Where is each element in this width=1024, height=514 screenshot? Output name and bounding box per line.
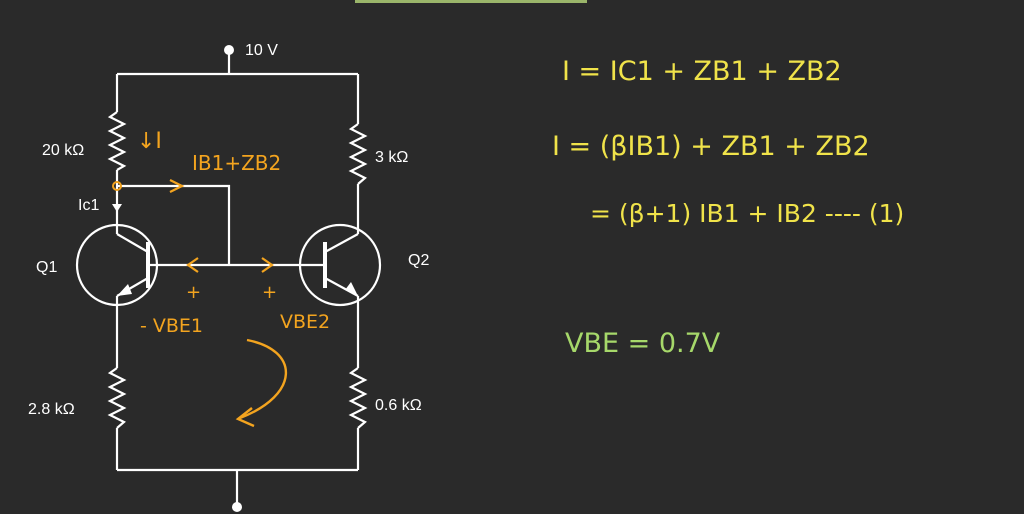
equation-3: = (β+1) IB1 + IB2 ---- (1) xyxy=(590,199,904,228)
equation-vbe: VBE = 0.7V xyxy=(565,328,721,359)
loop-arrowhead-icon xyxy=(235,407,255,428)
branch-current-annotation: IB1+ZB2 xyxy=(192,151,281,175)
transistor-q2 xyxy=(298,222,382,307)
base-arrow-left-icon xyxy=(186,257,199,273)
base-arrow-right-icon xyxy=(261,257,274,273)
r2-label: 3 kΩ xyxy=(375,149,408,166)
resistor-r3 xyxy=(107,367,127,429)
supply-terminal xyxy=(224,45,234,74)
current-i-annotation: ↓I xyxy=(137,129,162,154)
plus-right-annotation: + xyxy=(262,282,277,303)
supply-label: 10 V xyxy=(245,42,278,59)
ic1-label: Ic1 xyxy=(78,197,99,214)
r4-label: 0.6 kΩ xyxy=(375,397,422,414)
resistor-r4 xyxy=(348,367,368,429)
vbe2-annotation: VBE2 xyxy=(280,311,330,333)
resistor-r2 xyxy=(348,123,368,185)
branch-arrow-icon xyxy=(169,179,185,193)
junction-node xyxy=(112,181,122,191)
resistor-r1 xyxy=(107,111,127,171)
top-highlight-bar xyxy=(355,0,587,3)
r3-label: 2.8 kΩ xyxy=(28,401,75,418)
equation-2: I = (βIB1) + ZB1 + ZB2 xyxy=(552,131,870,162)
equation-1: I = IC1 + ZB1 + ZB2 xyxy=(562,56,842,87)
q1-label: Q1 xyxy=(36,259,57,276)
q2-label: Q2 xyxy=(408,252,429,269)
vbe1-annotation: - VBE1 xyxy=(140,315,203,337)
ic1-arrow-icon xyxy=(112,204,122,212)
transistor-q1 xyxy=(75,222,159,307)
ground-terminal xyxy=(232,470,242,512)
plus-left-annotation: + xyxy=(186,282,201,303)
feedback-wire xyxy=(117,184,231,265)
loop-arrow-icon xyxy=(239,338,288,420)
r1-label: 20 kΩ xyxy=(42,142,84,159)
